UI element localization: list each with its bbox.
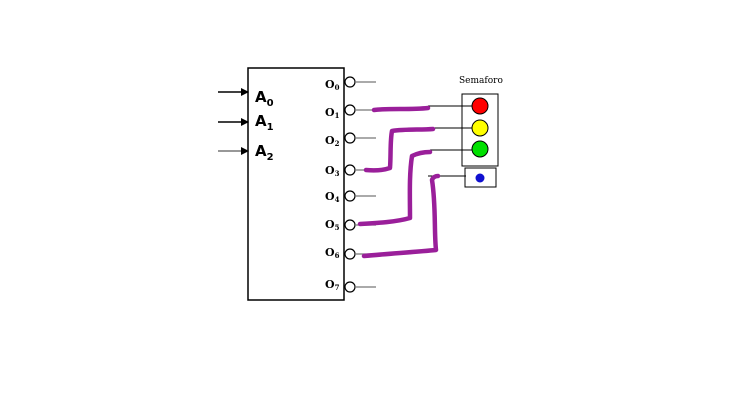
output-bubble-o3 bbox=[344, 164, 356, 176]
input-label-a0: A0 bbox=[255, 88, 274, 109]
semaforo-title: Semaforo bbox=[459, 76, 503, 86]
output-label-o3: O3 bbox=[325, 164, 340, 178]
output-label-o5: O5 bbox=[325, 218, 340, 232]
output-label-o2: O2 bbox=[325, 134, 340, 148]
output-label-o6: O6 bbox=[325, 246, 340, 260]
indicator-dot bbox=[475, 173, 485, 183]
output-bubble-o6 bbox=[344, 248, 356, 260]
hand-drawn-wires bbox=[357, 105, 441, 259]
input-label-a2: A2 bbox=[255, 142, 274, 163]
output-pins bbox=[344, 76, 356, 293]
green-light bbox=[471, 140, 489, 158]
wire-o3-yellow bbox=[363, 126, 436, 173]
output-label-o7: O7 bbox=[325, 278, 340, 292]
output-label-o4: O4 bbox=[325, 190, 340, 204]
wire-o1-red bbox=[371, 105, 431, 113]
output-bubble-o1 bbox=[344, 104, 356, 116]
output-bubble-o4 bbox=[344, 190, 356, 202]
red-light bbox=[471, 97, 489, 115]
wire-o6-indicator bbox=[361, 173, 441, 259]
input-label-a1: A1 bbox=[255, 112, 274, 133]
output-bubble-o7 bbox=[344, 281, 356, 293]
output-label-o1: O1 bbox=[325, 106, 340, 120]
output-bubble-o2 bbox=[344, 132, 356, 144]
output-bubble-o0 bbox=[344, 76, 356, 88]
output-bubble-o5 bbox=[344, 219, 356, 231]
output-label-o0: O0 bbox=[325, 78, 340, 92]
yellow-light bbox=[471, 119, 489, 137]
wire-o5-green bbox=[357, 149, 433, 227]
decoder-block bbox=[247, 67, 345, 301]
